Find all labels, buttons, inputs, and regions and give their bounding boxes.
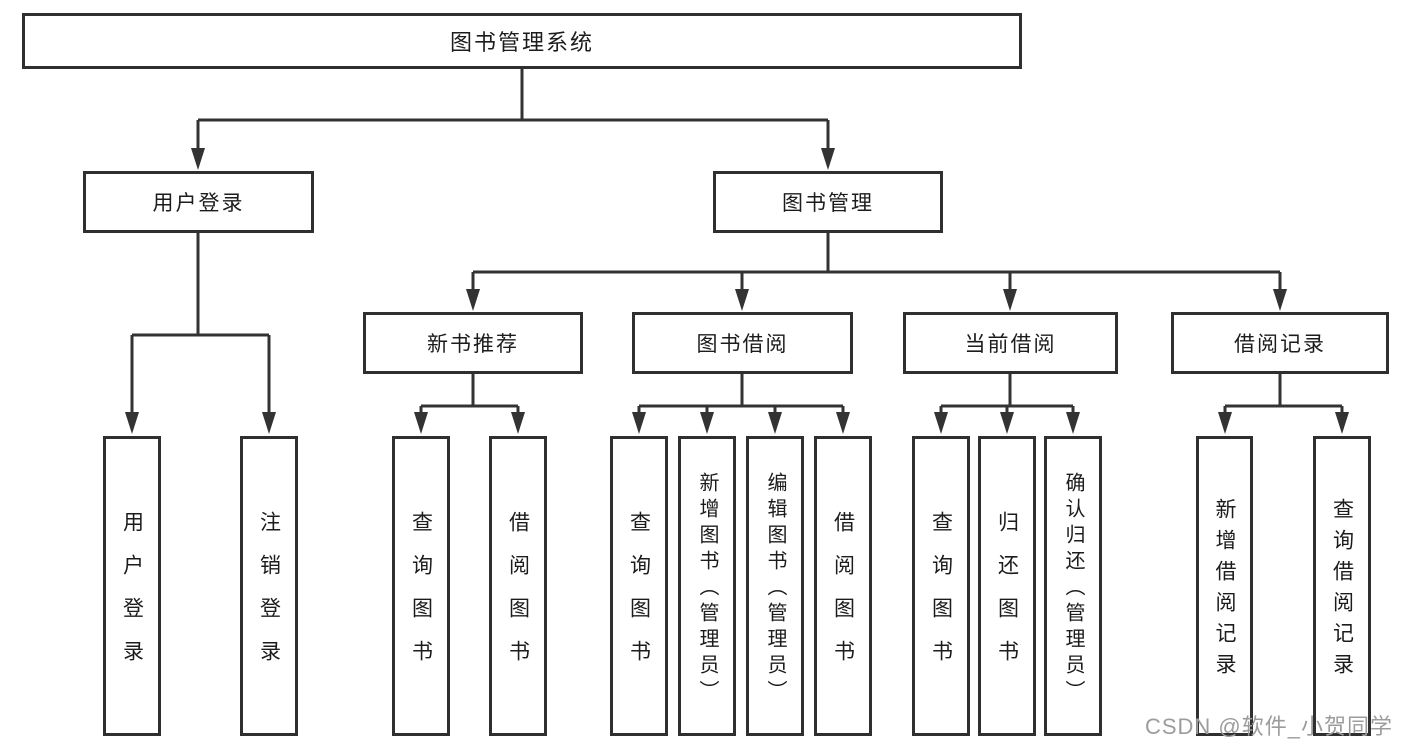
leaf-label: 归还图书: [995, 511, 1019, 683]
leaf-confirm-return-admin: 确认归还（管理员）: [1044, 436, 1102, 736]
leaf-borrow-book: 借阅图书: [814, 436, 872, 736]
leaf-label: 查询借阅记录: [1330, 498, 1354, 684]
node-user-login: 用户登录: [83, 171, 314, 233]
csdn-watermark: CSDN @软件_小贺同学: [1144, 714, 1393, 739]
leaf-label: 编辑图书（管理员）: [764, 472, 786, 706]
leaf-query-book-current: 查询图书: [912, 436, 970, 736]
node-label: 图书管理系统: [449, 30, 594, 55]
leaf-user-login: 用户登录: [103, 436, 161, 736]
leaf-add-book-admin: 新增图书（管理员）: [678, 436, 736, 736]
leaf-query-book-borrow: 查询图书: [610, 436, 668, 736]
leaf-return-book: 归还图书: [978, 436, 1036, 736]
leaf-label: 查询图书: [929, 511, 953, 683]
leaf-label: 确认归还（管理员）: [1062, 472, 1084, 706]
leaf-borrow-book-recommend: 借阅图书: [489, 436, 547, 736]
node-label: 图书借阅: [696, 333, 789, 356]
leaf-query-book-recommend: 查询图书: [392, 436, 450, 736]
leaf-logout: 注销登录: [240, 436, 298, 736]
node-label: 新书推荐: [427, 333, 519, 356]
node-label: 借阅记录: [1234, 333, 1326, 356]
leaf-edit-book-admin: 编辑图书（管理员）: [746, 436, 804, 736]
leaf-query-borrow-record: 查询借阅记录: [1313, 436, 1371, 736]
leaf-label: 新增借阅记录: [1213, 498, 1236, 684]
leaf-add-borrow-record: 新增借阅记录: [1196, 436, 1253, 736]
leaf-label: 查询图书: [627, 511, 651, 683]
node-label: 当前借阅: [964, 333, 1057, 356]
node-library-management-system: 图书管理系统: [22, 13, 1022, 69]
leaf-label: 注销登录: [257, 511, 281, 683]
node-label: 用户登录: [152, 192, 245, 215]
node-book-borrow: 图书借阅: [632, 312, 853, 374]
node-label: 图书管理: [782, 192, 874, 215]
leaf-label: 借阅图书: [831, 511, 855, 683]
node-book-management: 图书管理: [713, 171, 943, 233]
node-borrow-record: 借阅记录: [1171, 312, 1389, 374]
leaf-label: 借阅图书: [506, 511, 530, 683]
node-current-borrow: 当前借阅: [903, 312, 1118, 374]
node-new-book-recommend: 新书推荐: [363, 312, 583, 374]
leaf-label: 用户登录: [120, 511, 144, 683]
leaf-label: 查询图书: [409, 511, 433, 683]
leaf-label: 新增图书（管理员）: [696, 472, 718, 706]
